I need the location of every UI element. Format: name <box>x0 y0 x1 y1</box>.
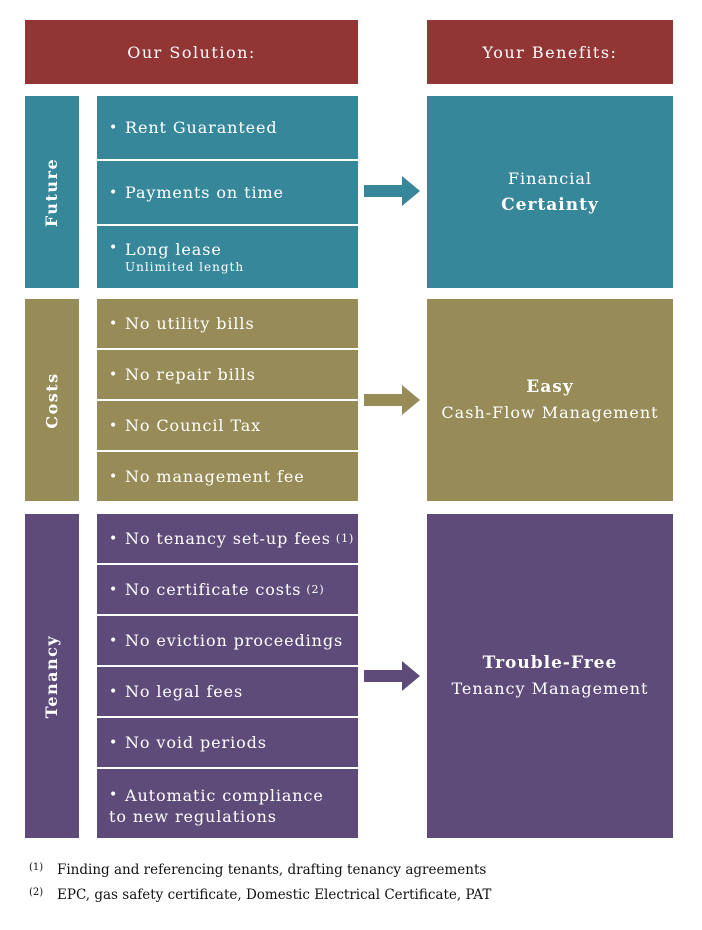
bullet: • <box>109 119 119 136</box>
list-item: • No utility bills <box>97 299 358 348</box>
section-label-text: Future <box>42 157 62 227</box>
item-text: Long lease <box>125 240 222 259</box>
section-label-text: Costs <box>42 371 62 429</box>
item-text: No legal fees <box>125 682 244 701</box>
item-text: No utility bills <box>125 314 255 333</box>
item-text: No Council Tax <box>125 416 262 435</box>
item-text: No certificate costs <box>125 580 302 599</box>
bullet: • <box>109 581 119 598</box>
footnote-text: EPC, gas safety certificate, Domestic El… <box>57 887 492 903</box>
list-item: • Rent Guaranteed <box>97 96 358 159</box>
item-text: No repair bills <box>125 365 256 384</box>
section-label-tenancy: Tenancy <box>25 514 79 838</box>
bullet: • <box>109 787 119 803</box>
bullet: • <box>109 468 119 485</box>
item-text-continued: to new regulations <box>109 807 277 826</box>
item-text: No tenancy set-up fees <box>125 529 331 548</box>
bullet: • <box>109 417 119 434</box>
list-item: • No legal fees <box>97 667 358 716</box>
bullet: • <box>109 315 119 332</box>
benefit-line1: Easy <box>526 377 574 397</box>
section-label-text: Tenancy <box>42 634 62 718</box>
benefit-line1: Financial <box>507 169 593 188</box>
footnote-mark: (1) <box>29 862 44 873</box>
section-label-costs: Costs <box>25 299 79 501</box>
list-item: • No certificate costs (2) <box>97 565 358 614</box>
list-item: • No management fee <box>97 452 358 501</box>
benefit-trouble-free: Trouble-Free Tenancy Management <box>427 514 673 838</box>
bullet: • <box>109 530 119 547</box>
item-text: No void periods <box>125 733 267 752</box>
bullet: • <box>109 366 119 383</box>
benefit-line2: Cash-Flow Management <box>441 403 659 422</box>
benefit-line1: Trouble-Free <box>482 653 618 673</box>
list-item: • No Council Tax <box>97 401 358 450</box>
item-text: No eviction proceedings <box>125 631 344 650</box>
benefit-easy-cash-flow: Easy Cash-Flow Management <box>427 299 673 501</box>
your-benefits-header: Your Benefits: <box>427 20 673 84</box>
list-item: • Automatic compliance to new regulation… <box>97 769 358 838</box>
benefit-financial-certainty: Financial Certainty <box>427 96 673 288</box>
section-label-future: Future <box>25 96 79 288</box>
footnote-ref: (2) <box>306 583 325 596</box>
bullet: • <box>109 184 119 201</box>
arrow-right-icon <box>364 661 420 691</box>
list-item: • Long lease Unlimited length <box>97 226 358 288</box>
bullet: • <box>109 683 119 700</box>
item-text: Rent Guaranteed <box>125 118 278 137</box>
list-item: • No tenancy set-up fees (1) <box>97 514 358 563</box>
bullet: • <box>109 734 119 751</box>
arrow-right-icon <box>364 385 420 415</box>
list-item: • No void periods <box>97 718 358 767</box>
item-text: Automatic compliance <box>125 786 324 805</box>
item-subtext: Unlimited length <box>125 260 245 274</box>
benefit-line2: Tenancy Management <box>451 679 649 698</box>
our-solution-header: Our Solution: <box>25 20 358 84</box>
arrow-right-icon <box>364 176 420 206</box>
bullet: • <box>109 240 119 256</box>
bullet: • <box>109 632 119 649</box>
item-text: Payments on time <box>125 183 284 202</box>
footnote-1: (1) Finding and referencing tenants, dra… <box>29 862 669 878</box>
list-item: • No eviction proceedings <box>97 616 358 665</box>
footnote-2: (2) EPC, gas safety certificate, Domesti… <box>29 887 669 903</box>
list-item: • Payments on time <box>97 161 358 224</box>
footnote-text: Finding and referencing tenants, draftin… <box>57 862 487 878</box>
footnote-ref: (1) <box>335 532 355 545</box>
benefit-line2: Certainty <box>501 195 599 215</box>
footnote-mark: (2) <box>29 887 44 898</box>
list-item: • No repair bills <box>97 350 358 399</box>
item-text: No management fee <box>125 467 305 486</box>
